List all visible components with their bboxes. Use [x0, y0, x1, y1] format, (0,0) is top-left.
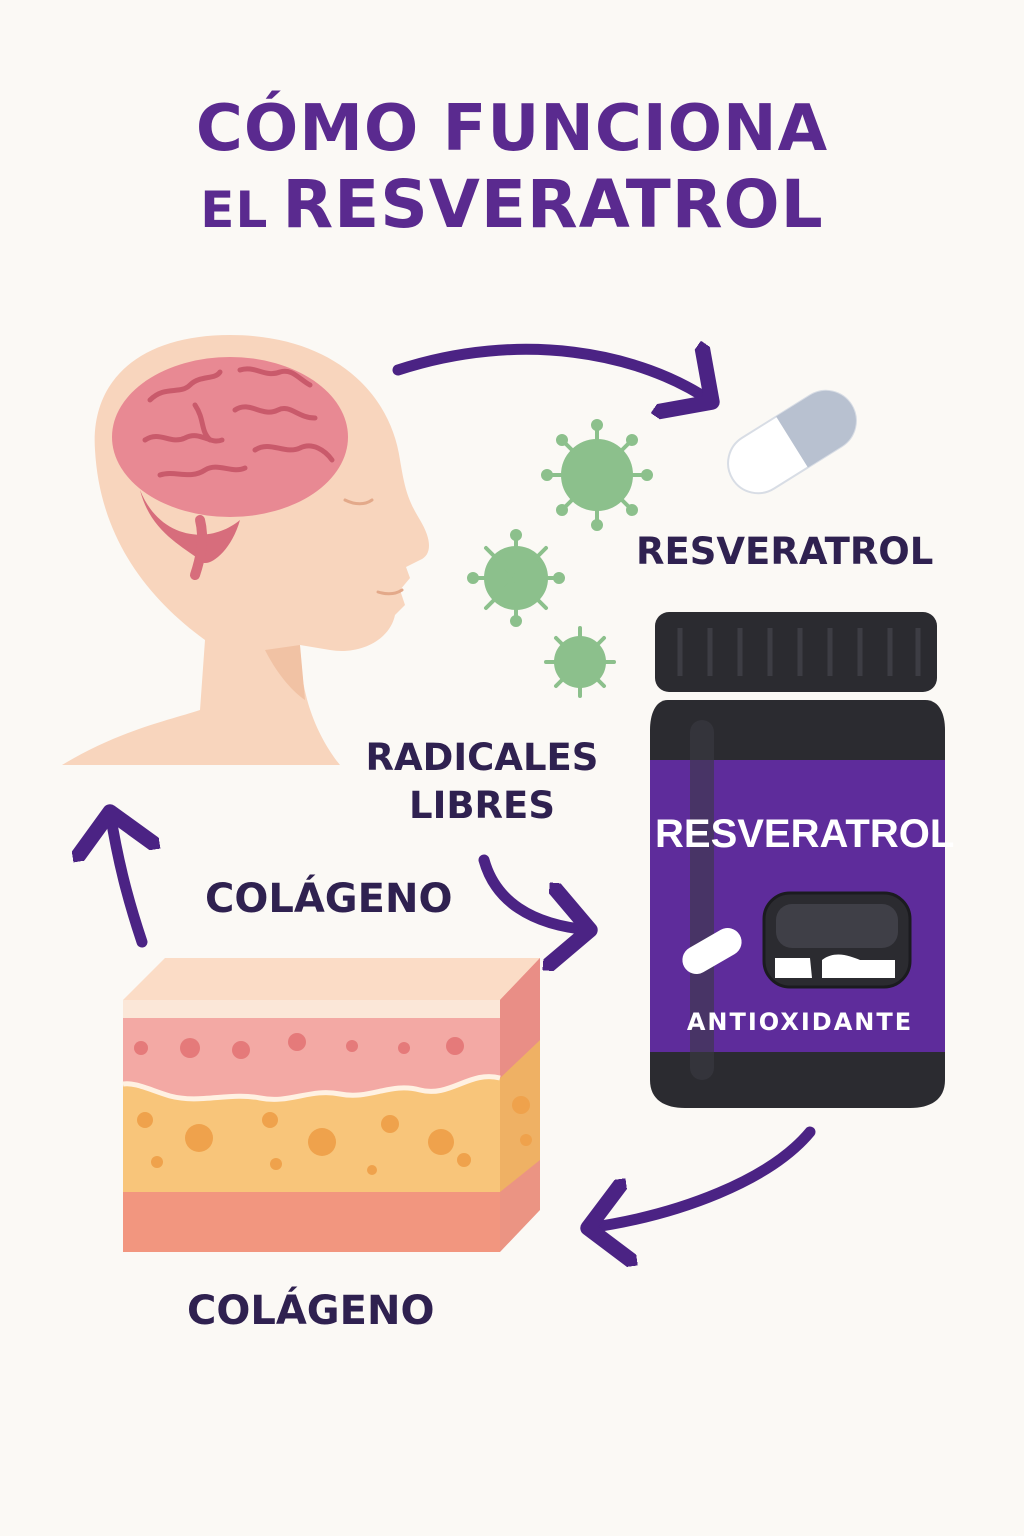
skin-layers-icon: [122, 958, 540, 1252]
jar-tagline: ANTIOXIDANTE: [686, 1008, 914, 1036]
title-prefix: EL: [200, 181, 269, 239]
title-main: RESVERATROL: [282, 166, 824, 243]
jar-brand-label: RESVERATROL: [655, 812, 955, 856]
title-line-1: CÓMO FUNCIONA: [195, 92, 829, 166]
virus-icon: [544, 626, 616, 698]
head-brain-icon: [62, 335, 429, 765]
virus-icon: [467, 529, 565, 627]
cycle-arrows: [110, 349, 816, 1228]
free-radicals-label-line-2: LIBRES: [409, 784, 555, 827]
collagen-label-bottom: COLÁGENO: [187, 1288, 435, 1334]
virus-icon: [541, 419, 653, 531]
capsule-icon: [727, 389, 857, 495]
collagen-label-mid: COLÁGENO: [205, 876, 453, 922]
free-radicals-label: RADICALES LIBRES: [354, 734, 610, 830]
supplement-jar-icon: [650, 612, 945, 1108]
free-radicals-label-line-1: RADICALES: [365, 736, 599, 779]
resveratrol-label: RESVERATROL: [636, 530, 934, 573]
